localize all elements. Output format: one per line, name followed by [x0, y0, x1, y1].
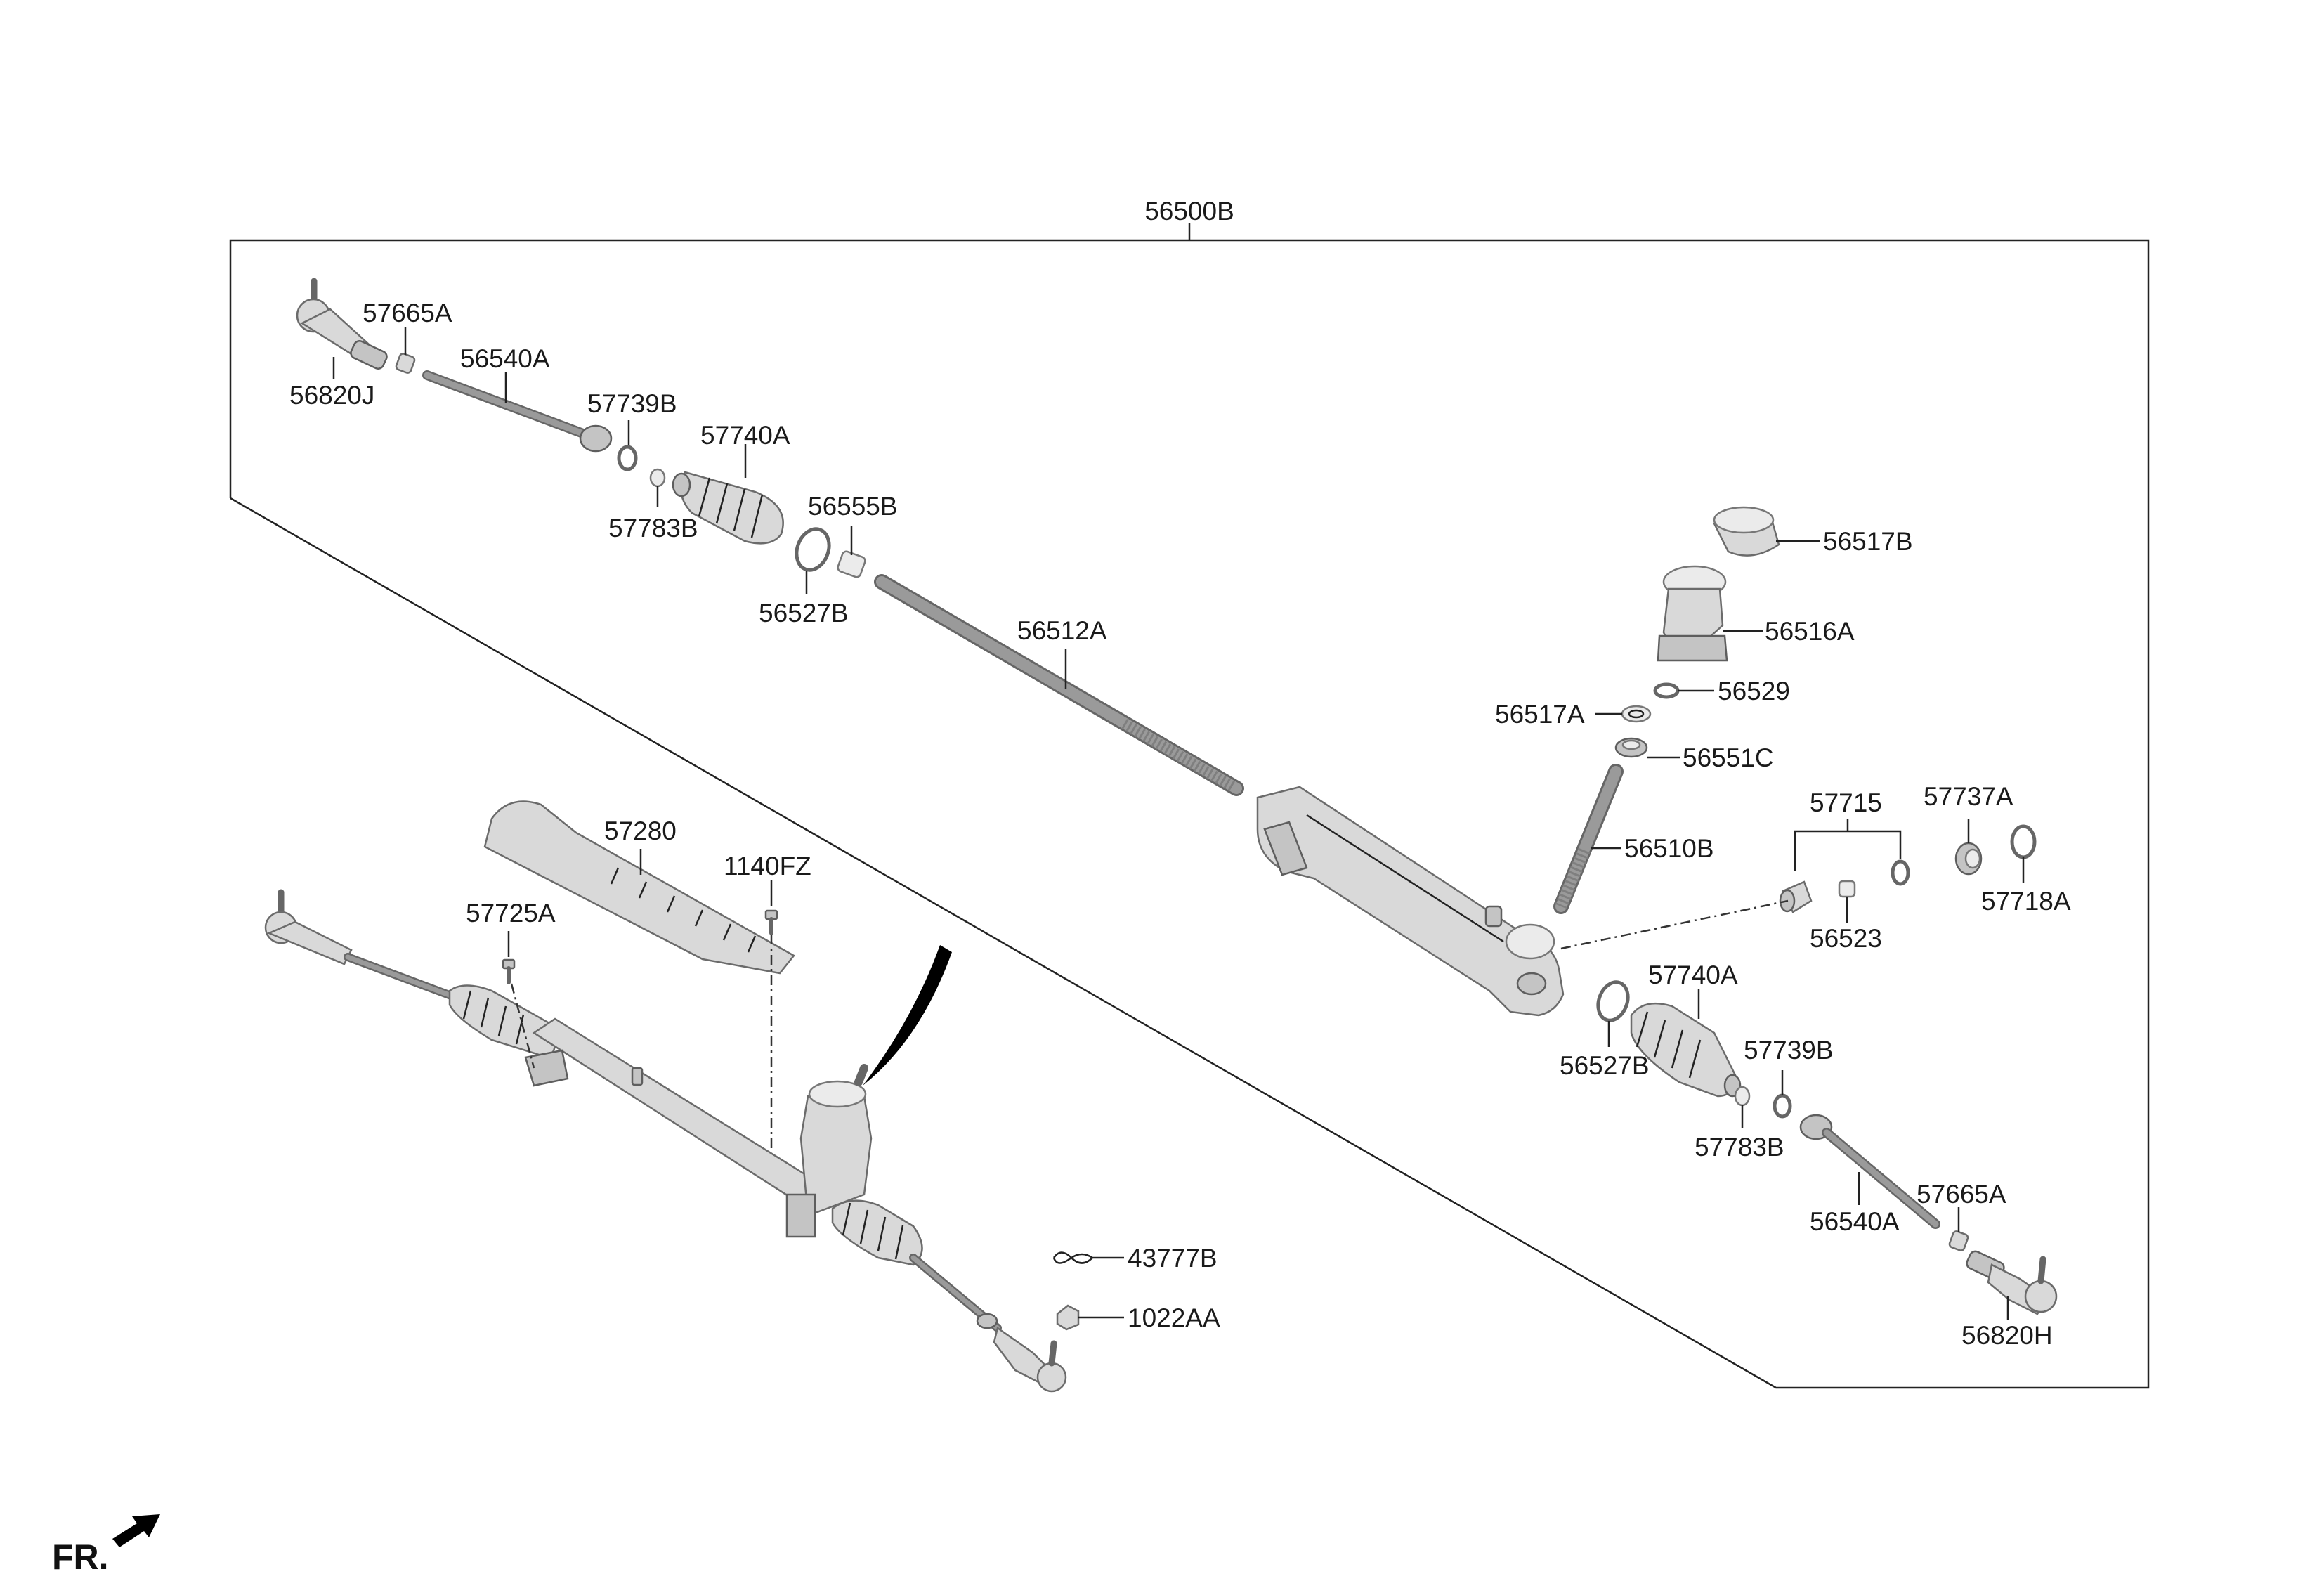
label-assembly[interactable]: 56500B: [1144, 197, 1234, 226]
label-nut-right[interactable]: 57665A: [1917, 1180, 2006, 1209]
nut-right[interactable]: [1948, 1230, 1969, 1251]
label-yoke-spring[interactable]: 56523: [1810, 924, 1882, 953]
nut-mount[interactable]: [1056, 1304, 1080, 1331]
clamp-left[interactable]: [649, 468, 666, 488]
label-washer-right[interactable]: 57739B: [1744, 1036, 1834, 1065]
inner-tie-rod-left[interactable]: [422, 370, 613, 453]
gear-housing[interactable]: [1256, 786, 1565, 1017]
alignment-line: [1560, 899, 1789, 950]
cover[interactable]: [1713, 506, 1780, 557]
bolt-mount-guide: [510, 983, 535, 1069]
housing-cap[interactable]: [1657, 565, 1728, 662]
seal-ring[interactable]: [1653, 682, 1680, 699]
label-seal-ring[interactable]: 56529: [1718, 677, 1790, 705]
support-yoke-group-bracket: [1794, 819, 1902, 871]
label-tie-rod-end-right[interactable]: 56820H: [1961, 1321, 2053, 1350]
steering-gear-complete-assembly[interactable]: [264, 889, 1067, 1393]
rack-bar[interactable]: [874, 574, 1244, 796]
label-housing-cap[interactable]: 56516A: [1765, 617, 1855, 646]
label-yoke-plug[interactable]: 57737A: [1924, 782, 2013, 811]
inner-tie-rod-right[interactable]: [1799, 1114, 1940, 1229]
label-cover[interactable]: 56517B: [1823, 527, 1913, 556]
oil-seal[interactable]: [1621, 705, 1652, 723]
label-clamp-left[interactable]: 57783B: [608, 514, 698, 542]
label-clamp-right[interactable]: 57783B: [1695, 1133, 1784, 1161]
boot-left[interactable]: [672, 471, 784, 545]
yoke-ring[interactable]: [1891, 859, 1910, 886]
pointer-wedge: [863, 945, 952, 1086]
washer-left[interactable]: [617, 445, 638, 471]
label-boot-left[interactable]: 57740A: [700, 421, 790, 450]
label-band-right[interactable]: 56527B: [1560, 1051, 1650, 1080]
band-right[interactable]: [1593, 978, 1633, 1024]
label-nut-mount[interactable]: 1022AA: [1128, 1303, 1220, 1332]
tie-rod-end-left[interactable]: [296, 278, 389, 370]
band-left[interactable]: [791, 524, 835, 574]
support-yoke[interactable]: [1779, 880, 1813, 913]
label-heat-protector[interactable]: 57280: [604, 816, 677, 845]
bolt-mount[interactable]: [502, 958, 516, 984]
label-band-left[interactable]: 56527B: [759, 599, 849, 627]
o-ring[interactable]: [2010, 824, 2037, 859]
bearing[interactable]: [1614, 737, 1648, 758]
label-support-yoke-group[interactable]: 57715: [1810, 788, 1882, 817]
label-clip[interactable]: 43777B: [1128, 1244, 1218, 1273]
yoke-plug[interactable]: [1954, 842, 1983, 876]
label-oil-seal[interactable]: 56517A: [1495, 700, 1585, 729]
label-rack-bar[interactable]: 56512A: [1017, 616, 1107, 645]
label-boot-right[interactable]: 57740A: [1648, 961, 1738, 989]
label-orientation: FR.: [52, 1537, 109, 1577]
yoke-spring[interactable]: [1838, 880, 1856, 898]
clip[interactable]: [1052, 1251, 1094, 1264]
clamp-right[interactable]: [1734, 1086, 1751, 1107]
label-bushing[interactable]: 56555B: [808, 492, 898, 521]
tie-rod-end-right[interactable]: [1965, 1249, 2058, 1315]
label-bolt-protector[interactable]: 1140FZ: [724, 852, 811, 880]
front-arrow-icon: [112, 1514, 160, 1547]
heat-protector[interactable]: [483, 800, 795, 975]
washer-right[interactable]: [1773, 1093, 1792, 1119]
label-nut-left[interactable]: 57665A: [363, 299, 452, 327]
label-o-ring[interactable]: 57718A: [1981, 887, 2071, 916]
label-washer-left[interactable]: 57739B: [587, 389, 677, 418]
label-pinion[interactable]: 56510B: [1624, 834, 1714, 863]
label-inner-tie-rod-left[interactable]: 56540A: [460, 344, 550, 373]
pinion[interactable]: [1553, 764, 1624, 914]
label-tie-rod-end-left[interactable]: 56820J: [289, 381, 374, 410]
label-inner-tie-rod-right[interactable]: 56540A: [1810, 1207, 1900, 1236]
boot-right[interactable]: [1630, 1002, 1742, 1098]
assembly-frame: [229, 223, 2150, 1389]
nut-left[interactable]: [395, 353, 416, 374]
label-bolt-mount[interactable]: 57725A: [466, 899, 556, 928]
label-bearing[interactable]: 56551C: [1683, 743, 1774, 772]
bolt-protector[interactable]: [764, 909, 778, 935]
bushing[interactable]: [837, 550, 866, 578]
